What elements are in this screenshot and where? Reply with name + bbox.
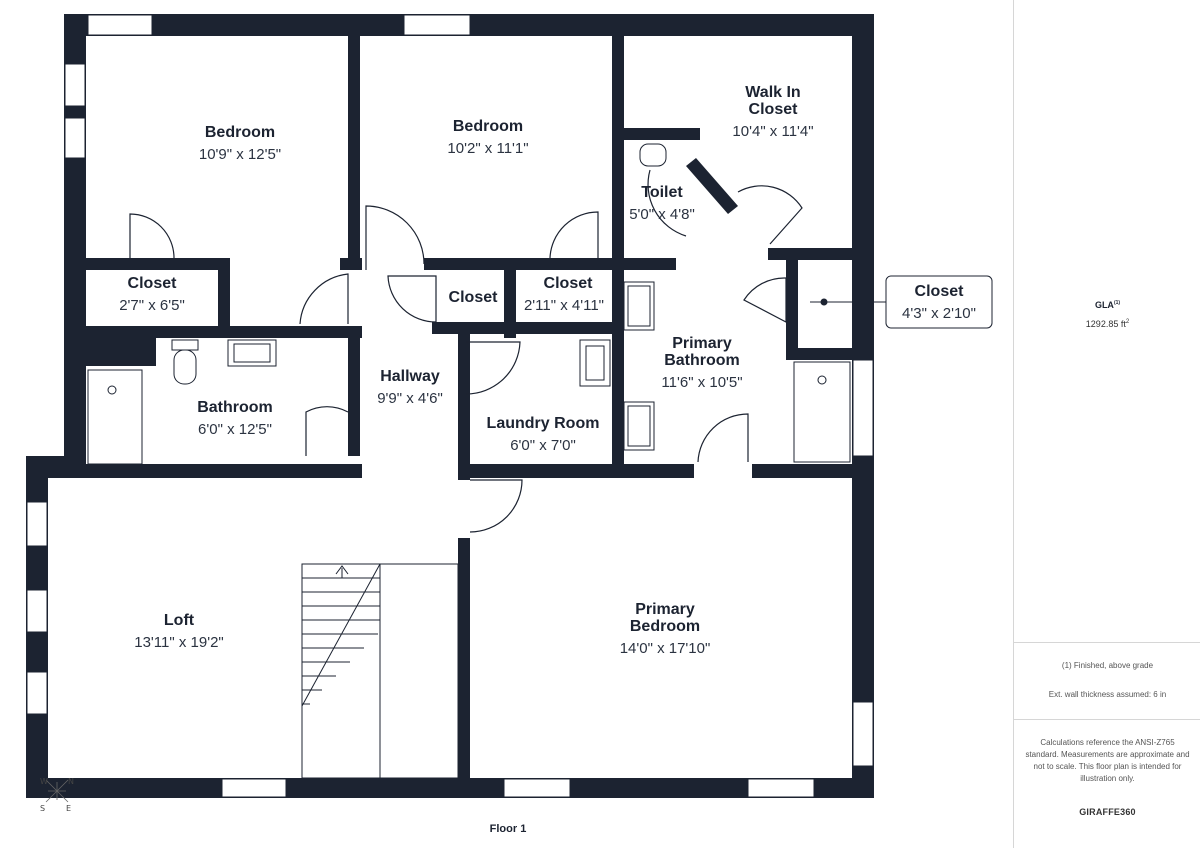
room-dims-bedroom-2: 10'2" x 11'1" <box>447 140 528 157</box>
note-wall-thickness: Ext. wall thickness assumed: 6 in <box>1048 690 1167 699</box>
room-name-closet-2: Closet <box>449 289 499 306</box>
room-dims-loft: 13'11" x 19'2" <box>134 634 224 651</box>
compass-w: W <box>40 777 48 786</box>
room-name-bathroom: Bathroom <box>197 399 273 416</box>
room-dims-bedroom-1: 10'9" x 12'5" <box>199 146 281 163</box>
room-dims-closet-3: 2'11" x 4'11" <box>524 297 604 314</box>
room-name-walk-in-closet-line1: Walk In <box>745 84 800 101</box>
room-name-walk-in-closet-line2: Closet <box>749 101 799 118</box>
note-finished: (1) Finished, above grade <box>1061 661 1154 670</box>
room-dims-primary-bedroom: 14'0" x 17'10" <box>620 640 711 657</box>
room-name-loft: Loft <box>164 612 195 629</box>
room-name-hallway: Hallway <box>380 368 440 385</box>
room-name-primary-bathroom-line2: Bathroom <box>664 352 740 369</box>
fixtures <box>87 143 852 465</box>
interior-walls <box>86 36 852 778</box>
closet-marker <box>820 298 828 306</box>
room-dims-primary-bathroom: 11'6" x 10'5" <box>661 374 742 391</box>
room-name-primary-bedroom-line1: Primary <box>635 601 695 618</box>
room-name-primary-bedroom-line2: Bedroom <box>630 618 700 635</box>
gla-label: GLA(1) <box>1094 300 1121 310</box>
windows <box>26 14 874 798</box>
compass-icon: W N S E <box>40 777 74 813</box>
room-dims-closet-1: 2'7" x 6'5" <box>119 297 185 314</box>
room-name-primary-bathroom-line1: Primary <box>672 335 732 352</box>
doors <box>129 169 803 533</box>
compass-n: N <box>68 777 74 786</box>
room-dims-bathroom: 6'0" x 12'5" <box>198 421 272 438</box>
info-sidebar: GLA(1) 1292.85 ft2 (1) Finished, above g… <box>1013 0 1200 848</box>
room-dims-hallway: 9'9" x 4'6" <box>377 390 443 407</box>
closet-callout: Closet 4'3" x 2'10" <box>874 275 993 329</box>
room-name-closet-4: Closet <box>915 283 965 300</box>
gla-value: 1292.85 ft2 <box>1085 319 1130 329</box>
room-dims-walk-in-closet: 10'4" x 11'4" <box>732 123 813 140</box>
floor-label: Floor 1 <box>490 823 527 835</box>
room-labels: Bedroom 10'9" x 12'5" Bedroom 10'2" x 11… <box>119 84 813 657</box>
brand-logo: GIRAFFE360 <box>1079 807 1136 817</box>
room-name-bedroom-1: Bedroom <box>205 124 275 141</box>
stairs <box>301 563 459 779</box>
note-ansi: Calculations reference the ANSI-Z765 sta… <box>1025 738 1190 783</box>
room-dims-toilet: 5'0" x 4'8" <box>629 206 695 223</box>
room-dims-closet-4: 4'3" x 2'10" <box>902 305 976 322</box>
compass-e: E <box>66 804 71 813</box>
room-name-closet-3: Closet <box>544 275 594 292</box>
sidebar-divider <box>1014 642 1200 643</box>
room-name-closet-1: Closet <box>128 275 178 292</box>
room-dims-laundry-room: 6'0" x 7'0" <box>510 437 576 454</box>
room-name-bedroom-2: Bedroom <box>453 118 523 135</box>
floor-plan: Bedroom 10'9" x 12'5" Bedroom 10'2" x 11… <box>26 14 993 835</box>
compass-s: S <box>40 804 45 813</box>
room-name-laundry-room: Laundry Room <box>487 415 600 432</box>
sidebar-divider <box>1014 719 1200 720</box>
room-name-toilet: Toilet <box>641 184 683 201</box>
